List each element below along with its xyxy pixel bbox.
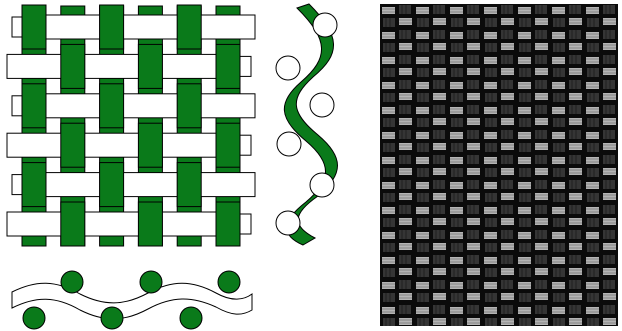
weft-float (7, 133, 61, 157)
weft-float (201, 15, 255, 39)
warp-section-circle (23, 307, 45, 329)
warp-float (100, 5, 124, 49)
warp-float (177, 163, 201, 207)
warp-float (61, 202, 85, 246)
weft-float (7, 212, 61, 236)
warp-section-circle (101, 307, 123, 329)
weft-cross-section (12, 271, 252, 329)
weft-float (201, 94, 255, 118)
fabric-photo-shade (380, 4, 618, 326)
weft-float (46, 15, 100, 39)
warp-section-circle (180, 307, 202, 329)
warp-float (22, 84, 46, 128)
weft-float (85, 212, 139, 236)
weft-section-circle (313, 13, 337, 37)
warp-float (22, 163, 46, 207)
weft-section-circle (277, 132, 301, 156)
weft-float (162, 54, 216, 78)
warp-float (22, 5, 46, 49)
weft-section-circle (276, 211, 300, 235)
weft-float (85, 54, 139, 78)
warp-cross-section (276, 4, 338, 245)
weft-float (201, 173, 255, 197)
warp-section-circle (61, 271, 83, 293)
weft-float (46, 94, 100, 118)
weft-float (162, 212, 216, 236)
warp-yarns-back (22, 6, 240, 246)
weft-float (162, 133, 216, 157)
weft-float (85, 133, 139, 157)
warp-float (138, 202, 162, 246)
fabric-photo (380, 4, 618, 326)
weave-top-view (7, 5, 255, 246)
weft-float (7, 54, 61, 78)
warp-float (216, 44, 240, 88)
warp-float (100, 163, 124, 207)
weft-section-circle (276, 56, 300, 80)
weft-section-circle (310, 173, 334, 197)
warp-float (138, 44, 162, 88)
warp-float (100, 84, 124, 128)
warp-section-circle (218, 271, 240, 293)
warp-float (61, 44, 85, 88)
weft-float (123, 173, 177, 197)
warp-wavy-yarn (284, 4, 337, 245)
warp-float (216, 202, 240, 246)
weft-float (46, 173, 100, 197)
weft-float (123, 15, 177, 39)
warp-yarns-front (22, 5, 240, 246)
warp-float (177, 84, 201, 128)
weft-wavy-yarn (12, 283, 252, 319)
warp-float (177, 5, 201, 49)
warp-float (216, 123, 240, 167)
weft-float (123, 94, 177, 118)
warp-float (61, 123, 85, 167)
weft-section-circle (310, 93, 334, 117)
warp-float (138, 123, 162, 167)
warp-section-circle (140, 271, 162, 293)
